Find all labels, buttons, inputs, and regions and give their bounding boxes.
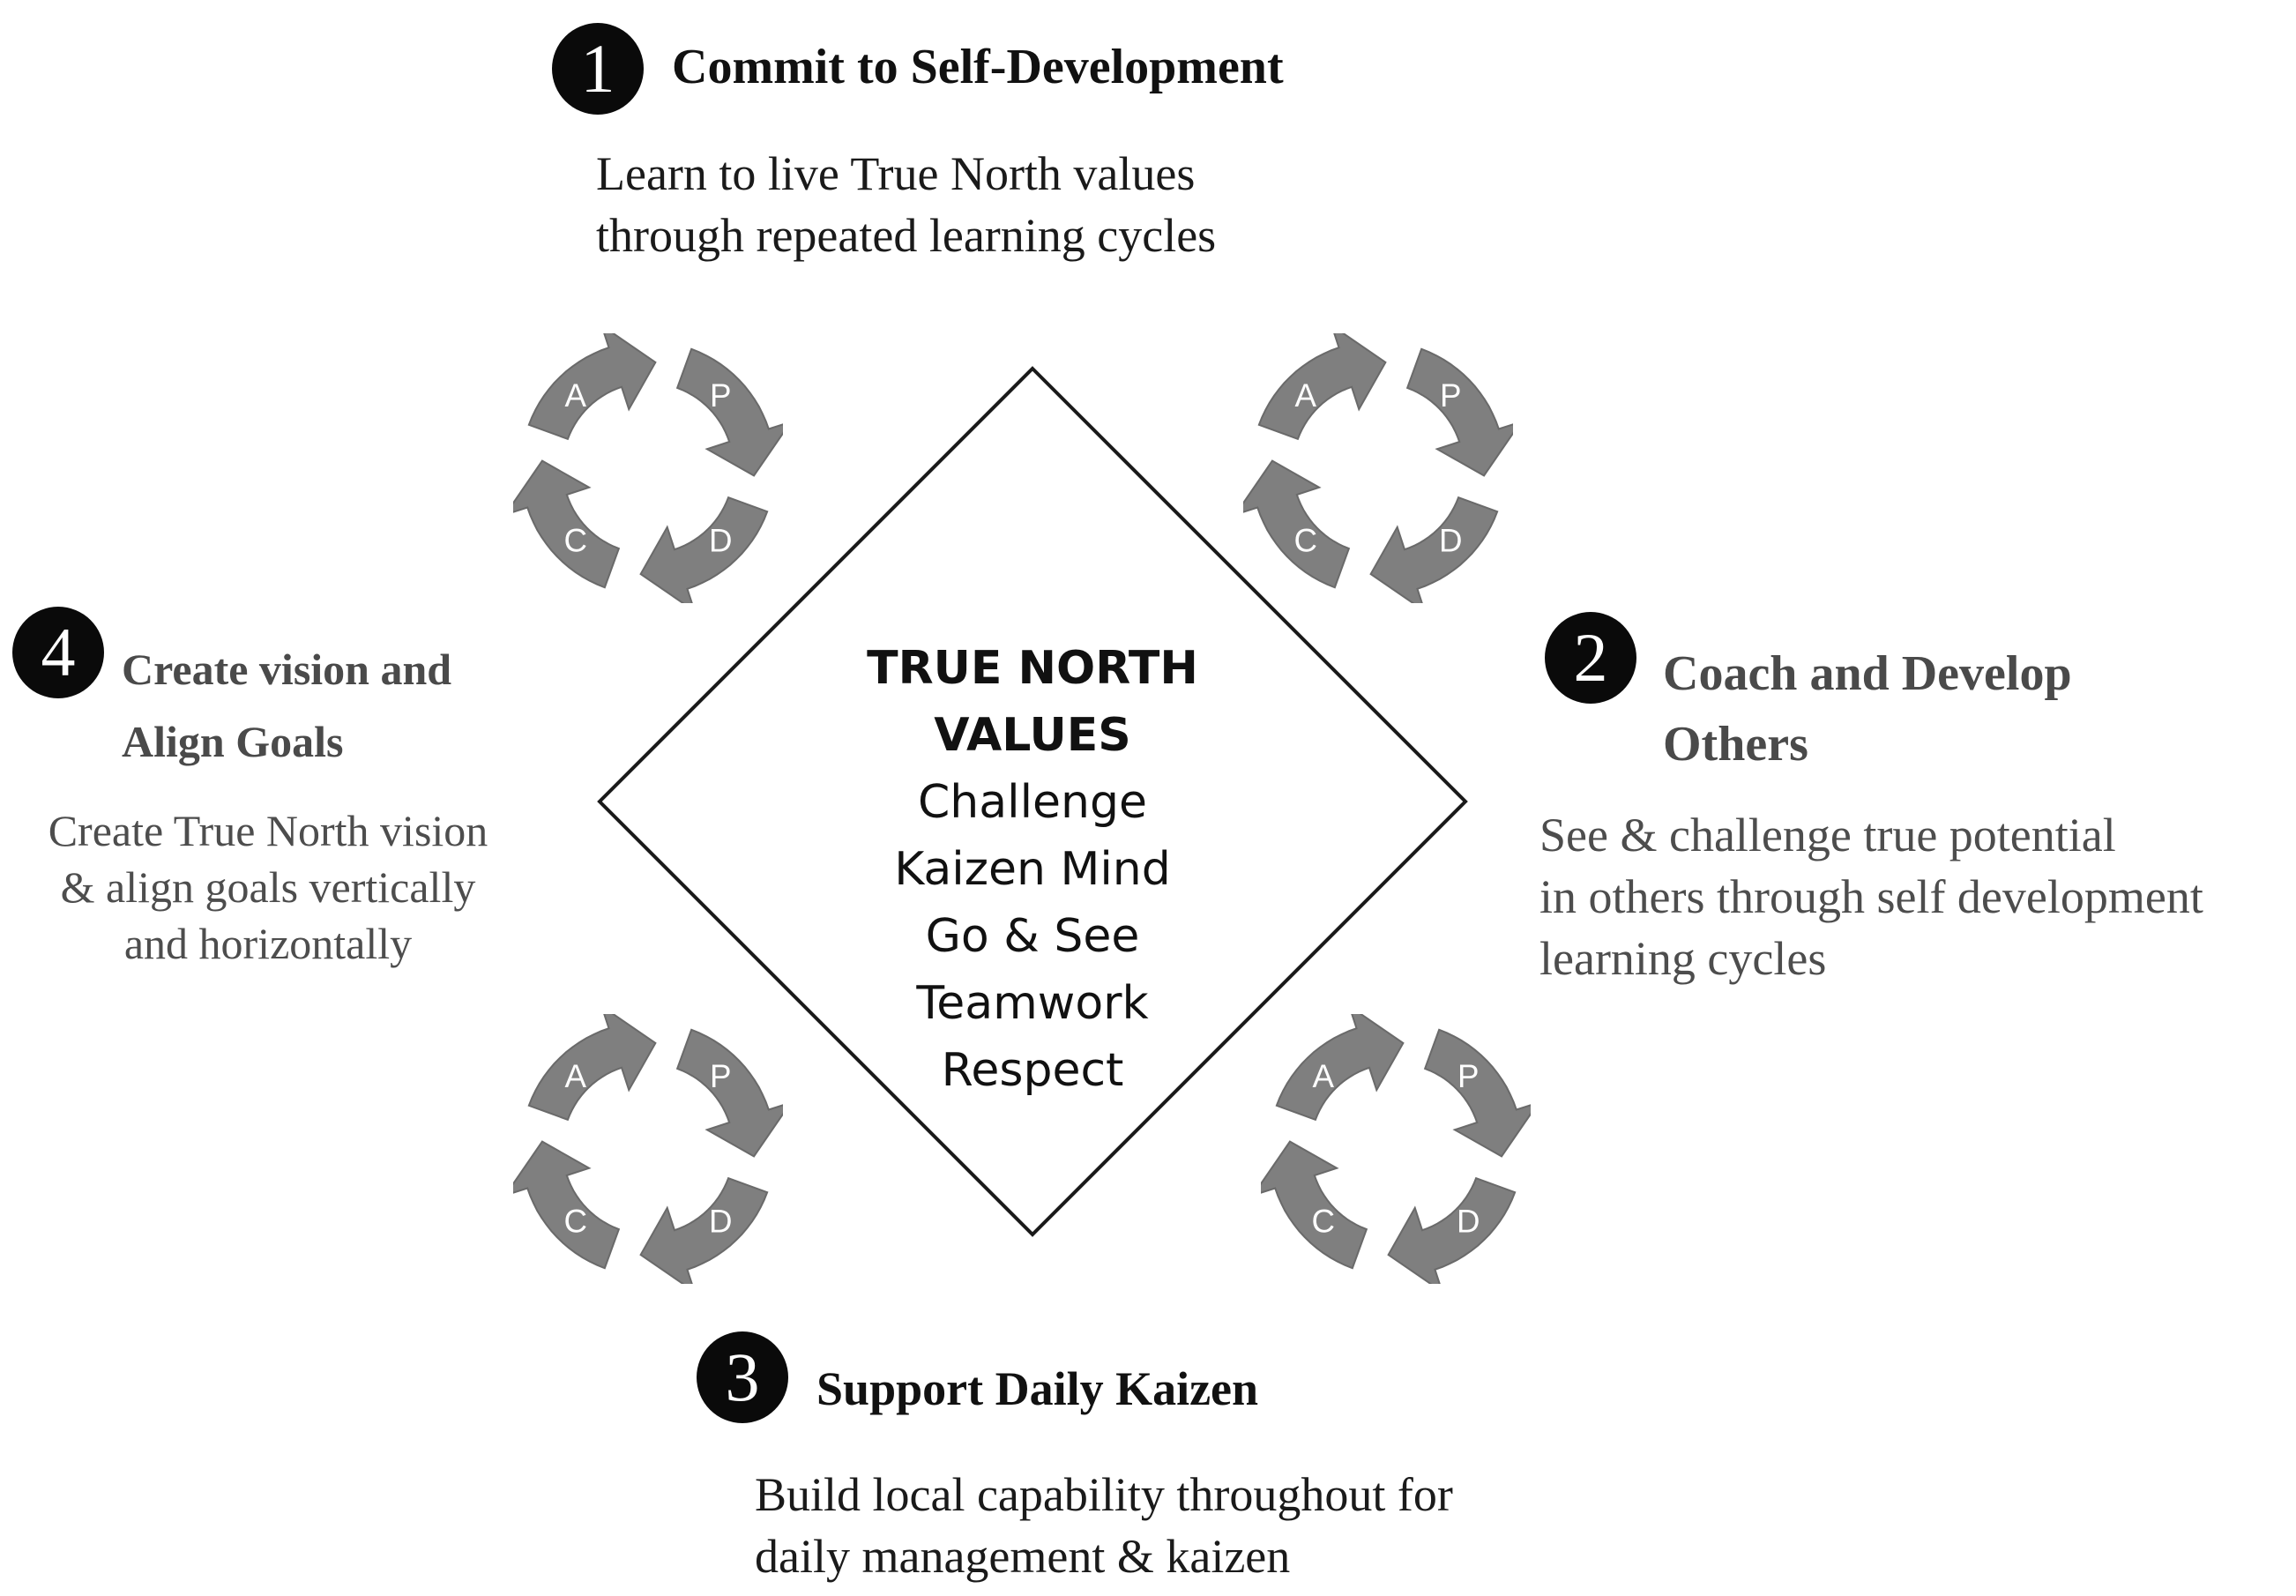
step-4-number-badge: 4 [12,607,104,698]
step-2-description-line: in others through self development [1539,870,2203,923]
step-4-description-line: Create True North vision [48,806,488,855]
step-2-title-line: Others [1663,717,1808,772]
cycle-letter: D [1457,1203,1480,1239]
step-3-number-badge: 3 [697,1331,788,1423]
step-1-description: Learn to live True North values through … [596,143,1216,266]
step-4-title-line: Align Goals [122,717,344,766]
pdca-cycle-icon: A P D C [1243,333,1513,603]
value-go-and-see: Go & See [925,910,1140,963]
cycle-letter: C [1312,1203,1336,1239]
cycle-arrow [1387,1176,1517,1284]
step-2-number-badge: 2 [1545,612,1636,704]
true-north-diamond [597,366,1468,1237]
cycle-letter: D [1439,522,1463,558]
cycle-arrow [527,333,657,441]
cycle-arrow [1243,459,1351,589]
cycle-arrow [1423,1028,1531,1158]
cycle-arrow [1405,347,1513,477]
cycle-letter: P [1457,1058,1480,1094]
step-1-description-line: Learn to live True North values [596,147,1196,200]
true-north-values: TRUE NORTH VALUES Challenge Kaizen Mind … [767,635,1298,1104]
cycle-letter: C [564,522,588,558]
cycle-letter: A [565,1058,587,1094]
cycle-letter: P [710,1058,732,1094]
value-kaizen-mind: Kaizen Mind [894,843,1171,896]
step-3-description-line: Build local capability throughout for [755,1468,1453,1521]
cycle-letter: C [564,1203,588,1239]
cycle-letter: P [710,377,732,414]
cycle-arrow [1257,333,1387,441]
true-north-values-title: TRUE NORTH VALUES [867,642,1198,762]
value-teamwork: Teamwork [916,977,1149,1030]
step-2-description: See & challenge true potential in others… [1539,804,2203,989]
step-4-description-line: and horizontally [123,919,413,968]
step-2-description-line: learning cycles [1539,932,1827,985]
cycle-arrow [1261,1140,1368,1270]
step-4-title: Create vision and Align Goals [122,633,451,778]
step-4-description: Create True North vision & align goals v… [21,802,515,972]
cycle-letter: A [1295,377,1317,414]
cycle-arrow [513,1140,621,1270]
step-1-number-badge: 1 [552,23,644,115]
step-3-description: Build local capability throughout for da… [755,1464,1453,1587]
cycle-arrow [1369,496,1499,603]
cycle-letter: P [1440,377,1462,414]
cycle-arrow [675,347,783,477]
step-4-title-line: Create vision and [122,645,452,694]
pdca-cycle-icon: A P D C [1261,1014,1531,1284]
cycle-arrow [513,459,621,589]
cycle-letter: A [565,377,587,414]
step-3-title: Support Daily Kaizen [816,1362,1259,1415]
step-4-description-line: & align goals vertically [60,862,476,912]
step-1-title: Commit to Self-Development [672,40,1284,94]
step-3-description-line: daily management & kaizen [755,1530,1291,1583]
pdca-cycle-icon: A P D C [513,1014,783,1284]
cycle-arrow [675,1028,783,1158]
pdca-cycle-icon: A P D C [513,333,783,603]
step-2-title-line: Coach and Develop [1663,646,2072,701]
cycle-letter: C [1294,522,1318,558]
step-1-description-line: through repeated learning cycles [596,209,1217,262]
value-respect: Respect [941,1044,1124,1097]
step-2-title: Coach and Develop Others [1663,638,2072,779]
cycle-arrow [527,1014,657,1122]
value-challenge: Challenge [918,776,1147,829]
cycle-letter: D [709,522,733,558]
cycle-arrow [639,496,769,603]
cycle-letter: A [1313,1058,1335,1094]
step-2-description-line: See & challenge true potential [1539,809,2116,861]
cycle-letter: D [709,1203,733,1239]
cycle-arrow [639,1176,769,1284]
cycle-arrow [1275,1014,1405,1122]
